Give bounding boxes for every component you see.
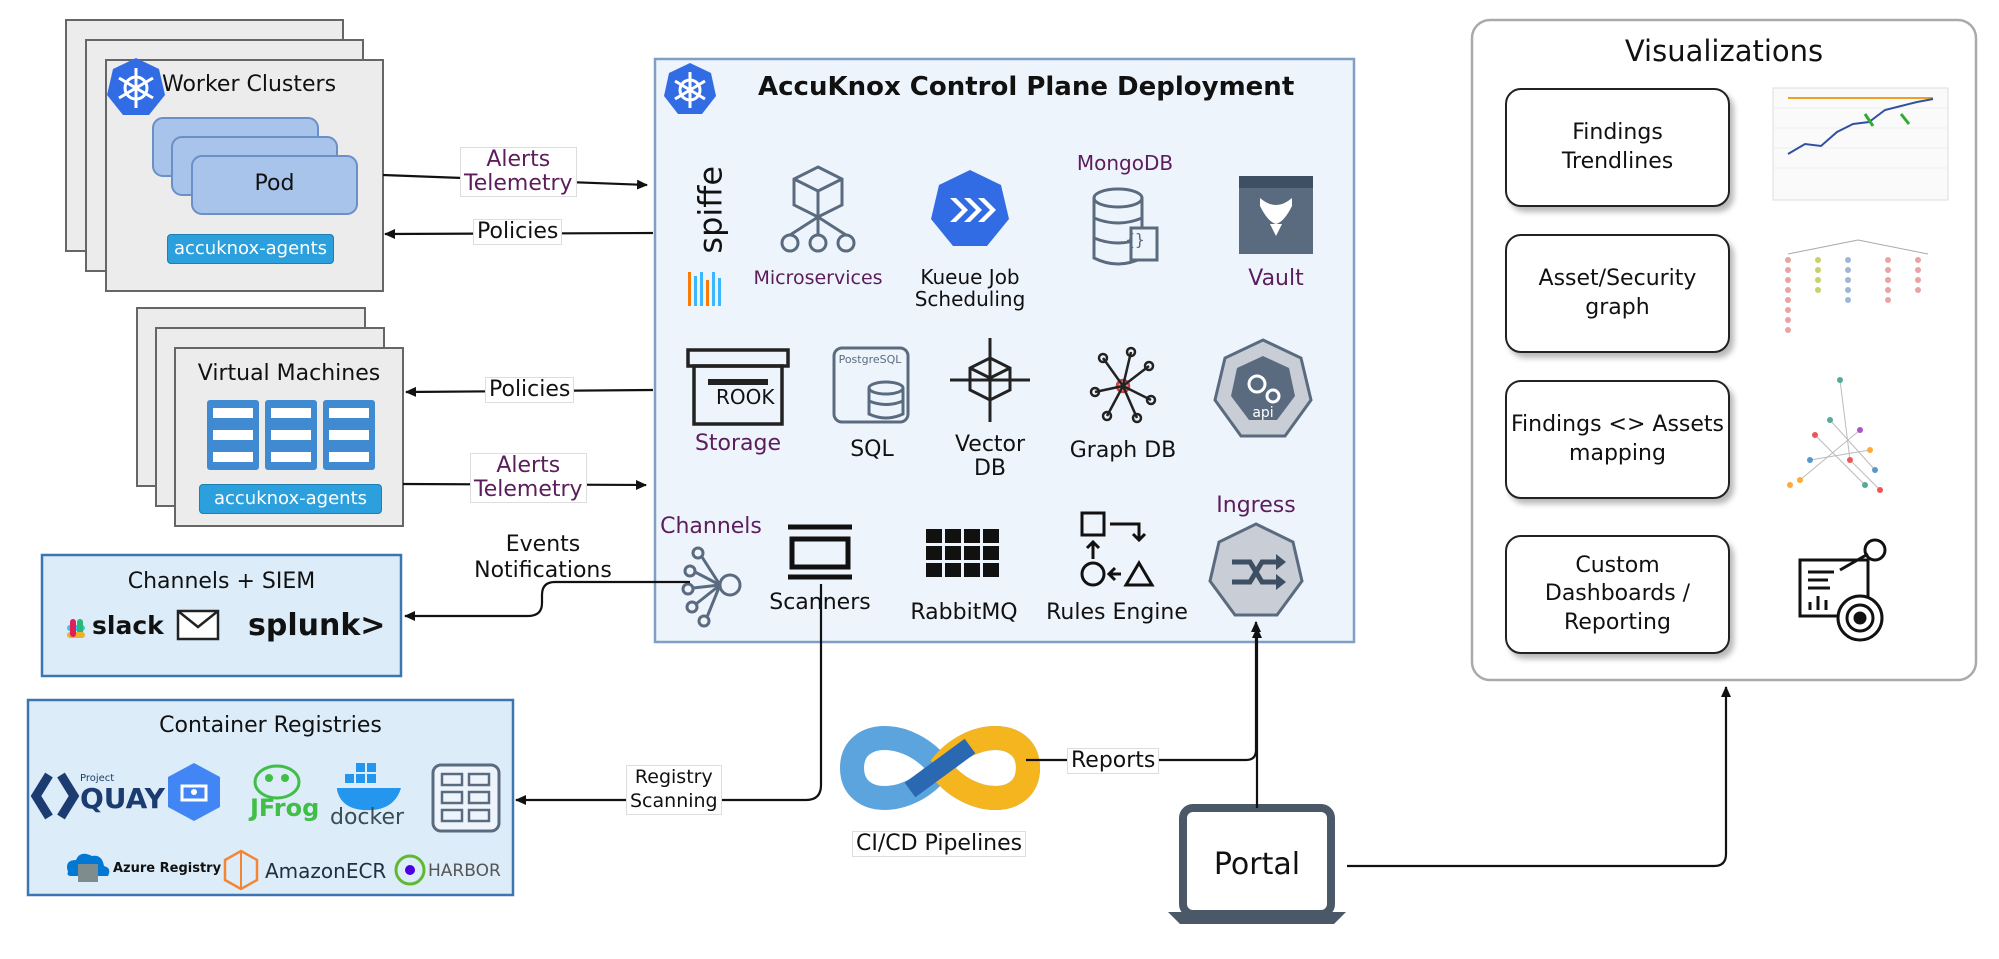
accuknox-agents-badge: accuknox-agents	[167, 234, 334, 264]
findings-assets-mapping-card[interactable]: Findings <> Assets mapping	[1505, 380, 1730, 499]
arrow-portal-visualizations	[1347, 686, 1731, 868]
card-label: Findings Trendlines	[1561, 119, 1674, 174]
server-icon	[207, 400, 375, 470]
kubernetes-icon	[107, 58, 165, 115]
quay-small-text: Project	[80, 773, 115, 784]
card-label: Findings <> Assets mapping	[1510, 411, 1724, 466]
ingress-label: Ingress	[1216, 493, 1296, 518]
scanners-label: Scanners	[769, 590, 871, 615]
postgresql-icon	[832, 346, 910, 424]
arrow-registry-scanning	[515, 584, 823, 805]
kubernetes-icon	[664, 63, 716, 114]
dashboard-icon	[1798, 538, 1887, 642]
rules-engine-icon	[1080, 511, 1155, 587]
jfrog-icon	[253, 764, 301, 800]
vault-label: Vault	[1248, 266, 1304, 291]
google-container-registry-icon	[168, 763, 220, 821]
spiffe-logo-text: spiffe	[691, 165, 730, 254]
quay-icon	[30, 772, 80, 820]
rook-logo-text: ROOK	[716, 385, 775, 409]
splunk-logo-text: splunk>	[248, 608, 386, 643]
mail-icon	[176, 609, 220, 641]
policies-label: Policies	[473, 219, 563, 246]
asset-security-graph-card[interactable]: Asset/Security graph	[1505, 234, 1730, 353]
spiffe-icon	[688, 272, 721, 306]
slack-icon	[67, 619, 85, 638]
kueue-icon	[931, 170, 1009, 246]
virtual-machines-title: Virtual Machines	[197, 361, 381, 386]
channels-icon	[681, 546, 742, 628]
rules-engine-label: Rules Engine	[1046, 600, 1188, 625]
portal-label: Portal	[1213, 847, 1301, 882]
pod-label: Pod	[254, 171, 295, 196]
harbor-icon	[394, 854, 426, 886]
channels-siem-box	[40, 553, 403, 678]
jfrog-logo-text: JFrog	[250, 794, 320, 822]
asset-graph-icon	[1785, 239, 1929, 333]
quay-logo-text: QUAY	[80, 782, 165, 815]
postgresql-small-label: PostgreSQL	[838, 353, 902, 366]
findings-trendlines-card[interactable]: Findings Trendlines	[1505, 88, 1730, 207]
visualizations-title: Visualizations	[1624, 34, 1824, 68]
events-notifications-label: Events Notifications	[474, 532, 612, 584]
microservices-icon	[780, 165, 856, 253]
reports-label: Reports	[1067, 748, 1160, 775]
api-icon	[1213, 338, 1313, 438]
docker-logo-text: docker	[330, 805, 405, 830]
container-registries-title: Container Registries	[159, 713, 382, 738]
cicd-pipeline-icon	[839, 726, 1041, 810]
channels-label: Channels	[660, 514, 762, 539]
vector-db-icon	[950, 338, 1030, 422]
registry-scanning-label: Registry Scanning	[626, 765, 722, 815]
amazon-ecr-text: AmazonECR	[265, 859, 387, 883]
channels-siem-title: Channels + SIEM	[127, 569, 316, 594]
vault-icon	[1239, 176, 1313, 254]
mongodb-label: MongoDB	[1076, 151, 1174, 175]
sql-label: SQL	[850, 437, 894, 462]
accuknox-agents-badge: accuknox-agents	[199, 484, 382, 514]
storage-label: Storage	[694, 431, 782, 456]
rabbitmq-icon	[926, 529, 999, 577]
harbor-text: HARBOR	[428, 861, 501, 881]
vector-db-label: Vector DB	[954, 432, 1026, 482]
rabbitmq-label: RabbitMQ	[910, 600, 1018, 625]
control-plane-title: AccuKnox Control Plane Deployment	[758, 72, 1295, 102]
worker-clusters-title: Worker Clusters	[162, 72, 337, 97]
arrow-events-notifications	[404, 580, 690, 621]
api-label: api	[1252, 405, 1274, 421]
amazon-ecr-icon	[223, 849, 259, 891]
cicd-label: CI/CD Pipelines	[852, 831, 1027, 858]
ingress-icon	[1208, 522, 1304, 617]
kueue-label: Kueue Job Scheduling	[914, 265, 1026, 311]
graph-db-icon	[1089, 346, 1157, 424]
scanner-icon	[788, 524, 852, 580]
policies-label: Policies	[485, 377, 575, 404]
custom-dashboards-card[interactable]: Custom Dashboards / Reporting	[1505, 535, 1730, 654]
mongodb-braces: {}	[1125, 230, 1144, 249]
azure-registry-text: Azure Registry	[113, 861, 222, 876]
mongodb-icon	[1092, 187, 1159, 266]
graph-db-label: Graph DB	[1069, 438, 1177, 463]
azure-registry-icon	[67, 853, 110, 882]
docker-icon	[337, 763, 401, 811]
network-graph-icon	[1787, 377, 1883, 493]
trendline-chart-icon	[1772, 87, 1949, 201]
rook-storage-icon	[686, 348, 790, 426]
card-label: Asset/Security graph	[1538, 265, 1697, 320]
alerts-telemetry-label: Alerts Telemetry	[470, 453, 587, 504]
alerts-telemetry-label: Alerts Telemetry	[460, 147, 577, 198]
registry-grid-icon	[431, 763, 501, 833]
microservices-label: Microservices	[753, 267, 883, 289]
slack-logo-text: slack	[92, 611, 164, 640]
card-label: Custom Dashboards / Reporting	[1544, 552, 1691, 635]
